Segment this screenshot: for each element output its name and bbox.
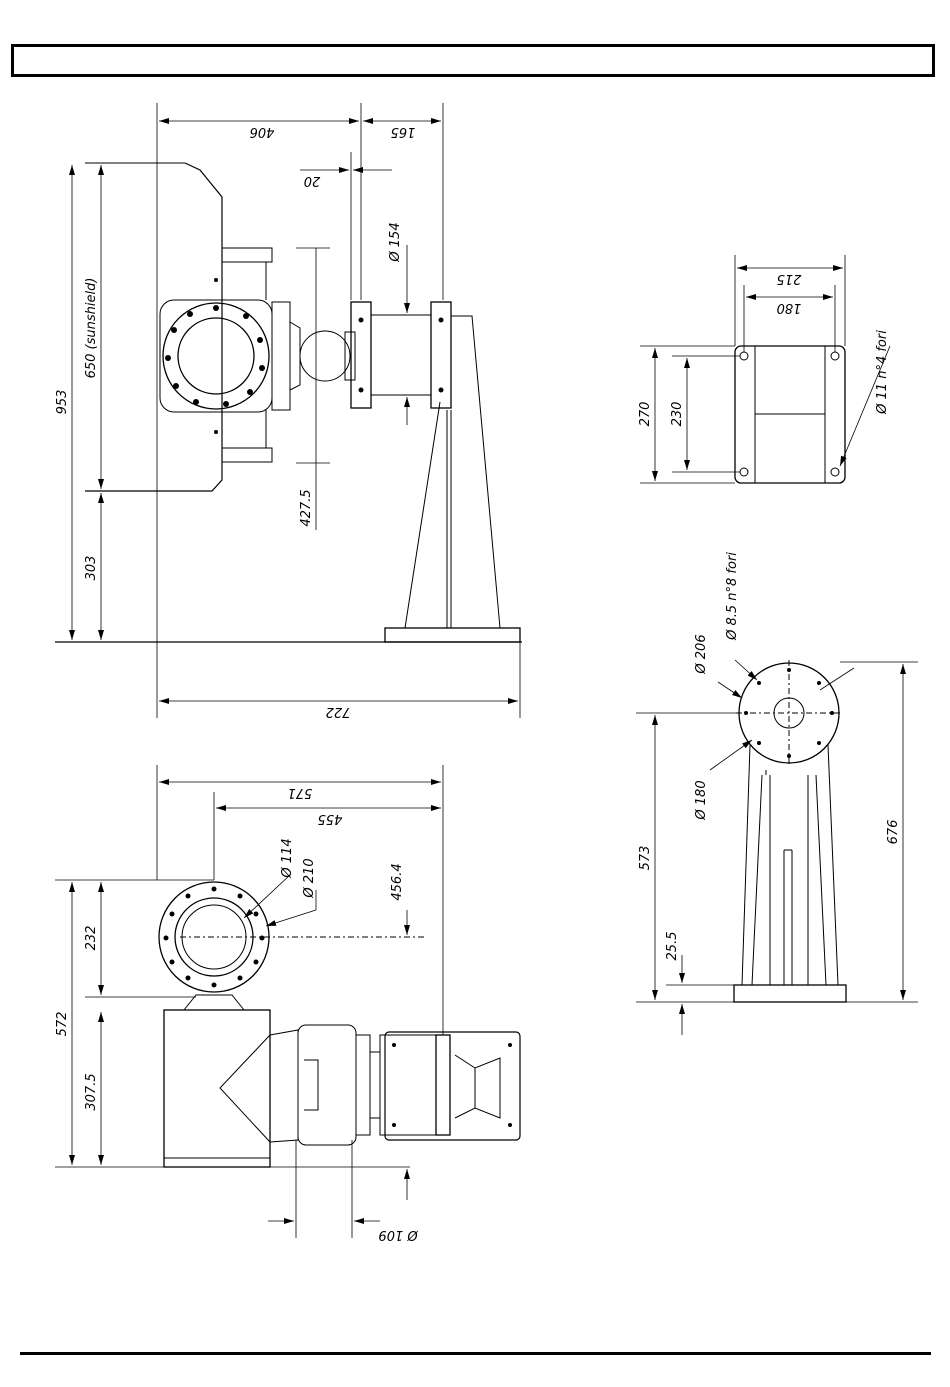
- column-dimension-lines: [636, 660, 918, 1035]
- dim-d154: Ø 154: [388, 222, 403, 262]
- base-plate-dimension-lines: [640, 255, 890, 483]
- dim-25-5: 25.5: [665, 932, 680, 961]
- dim-d114: Ø 114: [280, 838, 295, 878]
- dim-215: 215: [777, 271, 802, 286]
- base-plate-view: [735, 346, 845, 483]
- dim-d180-column: Ø 180: [694, 780, 709, 820]
- dim-165: 165: [391, 124, 416, 139]
- dim-20: 20: [304, 173, 321, 188]
- dim-232: 232: [84, 926, 99, 951]
- dim-307-5: 307.5: [84, 1073, 99, 1110]
- dim-456-4: 456.4: [390, 863, 405, 900]
- dim-406: 406: [250, 124, 275, 139]
- dim-d11-holes: Ø 11 n°4 fori: [875, 330, 890, 415]
- dim-650-sunshield: 650 (sunshield): [84, 278, 99, 379]
- dim-d8-5-holes: Ø 8.5 n°8 fori: [725, 552, 740, 641]
- dim-270: 270: [638, 402, 653, 427]
- column-view: [734, 660, 846, 1002]
- side-dimension-lines: [72, 103, 520, 718]
- side-flange-bolts: [165, 278, 444, 434]
- top-flange-bolts: [164, 887, 513, 1128]
- dim-953: 953: [55, 390, 70, 415]
- dim-d210: Ø 210: [302, 858, 317, 898]
- dim-572: 572: [55, 1012, 70, 1037]
- dim-d206: Ø 206: [694, 634, 709, 674]
- bottom-rule: [20, 1352, 931, 1355]
- dim-676: 676: [886, 820, 901, 845]
- dimension-labels: 406 165 20 Ø 154 953 650 (sunshield) 303…: [55, 124, 901, 1242]
- dim-230: 230: [670, 402, 685, 427]
- dim-303: 303: [84, 556, 99, 581]
- dim-427-5: 427.5: [299, 489, 314, 526]
- dim-722: 722: [326, 704, 351, 719]
- dim-d109: Ø 109: [378, 1227, 418, 1242]
- side-view: [55, 163, 522, 642]
- dim-573: 573: [638, 846, 653, 871]
- dim-571: 571: [288, 785, 313, 800]
- dim-455: 455: [318, 811, 343, 826]
- dim-180-plate: 180: [777, 300, 802, 315]
- top-view: [159, 882, 520, 1167]
- top-dimension-lines: [55, 765, 443, 1238]
